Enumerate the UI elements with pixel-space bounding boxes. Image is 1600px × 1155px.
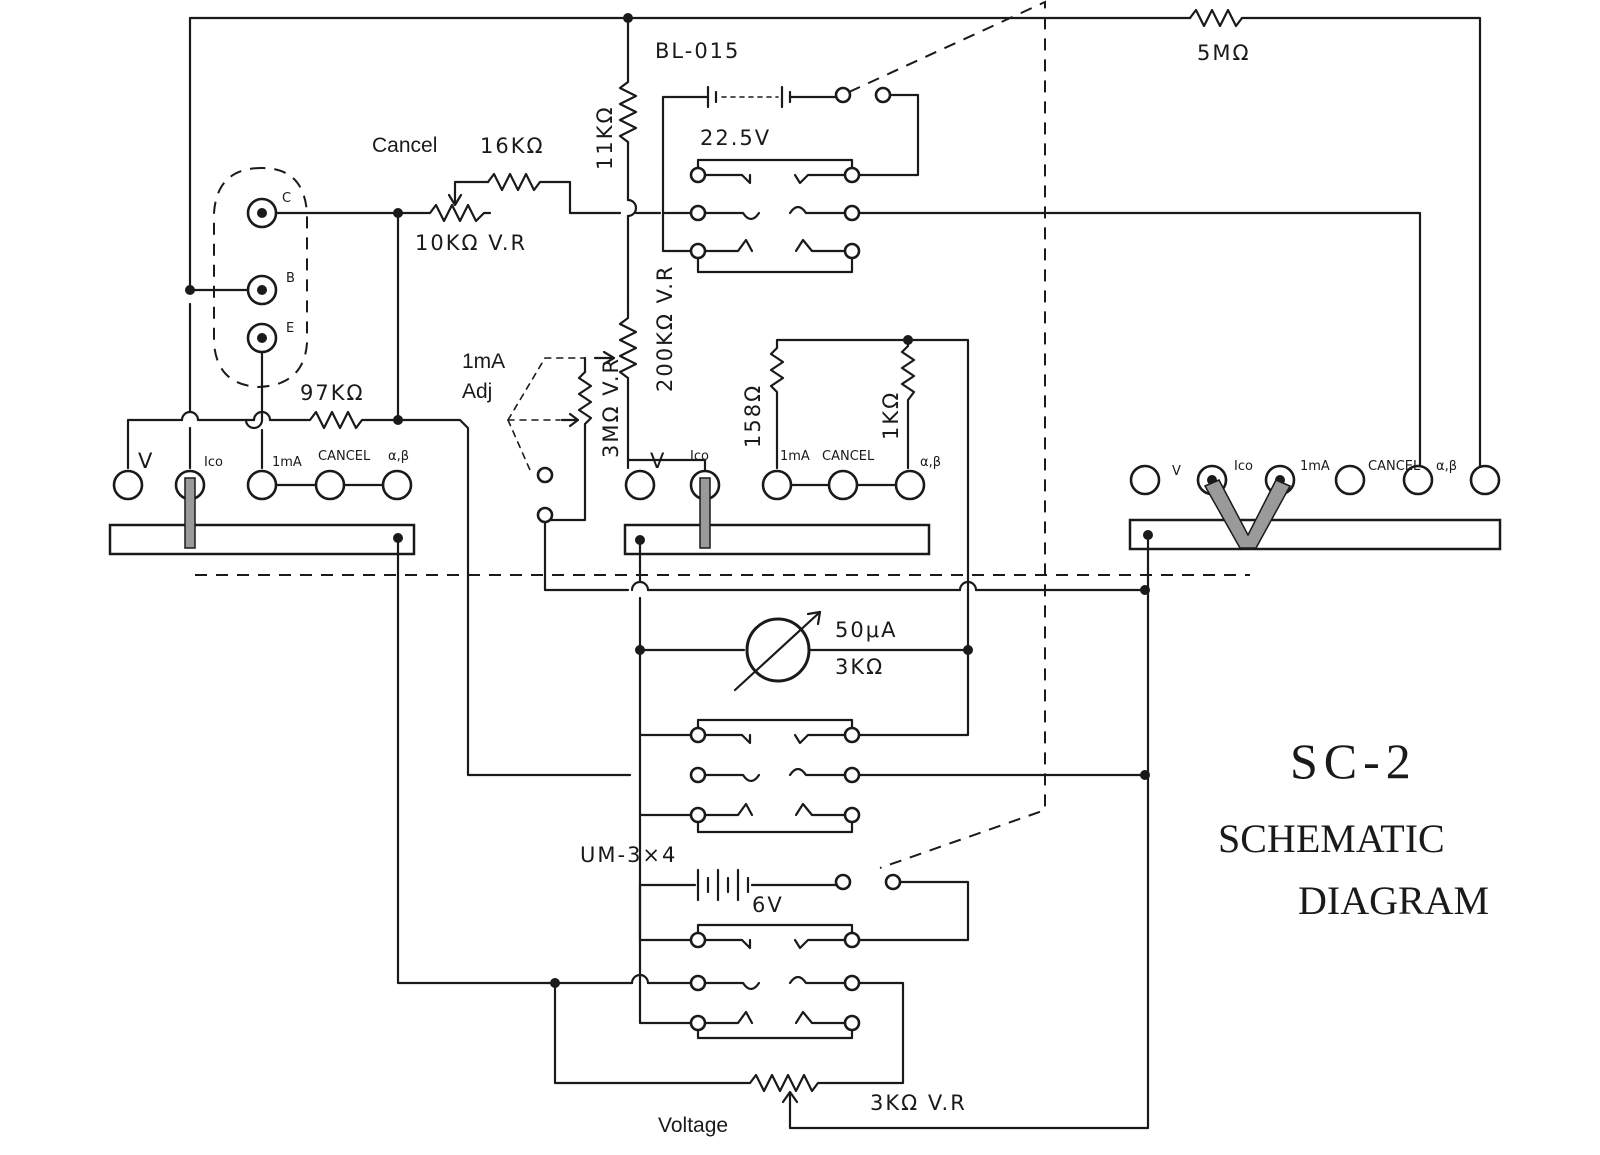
cancel-label: Cancel: [372, 134, 437, 157]
mid-pos-ab: α,β: [920, 455, 941, 470]
mid-pos-v: V: [650, 449, 666, 473]
v6-label: 6V: [752, 893, 784, 917]
left-pos-1ma: 1mA: [272, 455, 302, 470]
top-rail-wiring: [188, 8, 1482, 470]
mid-pos-1ma: 1mA: [780, 449, 810, 464]
pin-b-label: B: [286, 271, 295, 286]
r11k-label: 11KΩ: [593, 105, 617, 170]
battery2-label: UM-3×4: [580, 843, 677, 867]
switch-block-middle: [638, 718, 1150, 834]
pin-c-label: C: [282, 191, 291, 206]
model-title: SC-2: [1290, 733, 1417, 789]
resistor-11k: [618, 80, 638, 302]
ma-adj-label-1: 1mA: [462, 350, 505, 373]
left-pos-ab: α,β: [388, 449, 409, 464]
middle-switch-panel: V Ico 1mA CANCEL α,β: [507, 298, 1150, 737]
battery1-label: BL-015: [655, 39, 740, 63]
right-switch-panel: V Ico 1mA CANCEL α,β: [788, 459, 1502, 1130]
r10kvr-label: 10KΩ V.R: [415, 231, 527, 255]
component-labels: Cancel 16KΩ 10KΩ V.R 11KΩ BL-015 22.5V 5…: [300, 39, 1251, 1137]
ma-adj-label-2: Adj: [462, 380, 492, 403]
left-pos-ico: Ico: [204, 455, 223, 470]
v225-label: 22.5V: [700, 126, 771, 150]
pin-e-label: E: [286, 321, 294, 336]
r200kvr-label: 200KΩ V.R: [653, 264, 677, 392]
r97k-label: 97KΩ: [300, 381, 365, 405]
right-pos-ab: α,β: [1436, 459, 1457, 474]
r158-label: 158Ω: [741, 384, 765, 448]
title-line-2: DIAGRAM: [1298, 878, 1489, 923]
voltage-label: Voltage: [658, 1114, 728, 1137]
r5m-label: 5MΩ: [1197, 41, 1251, 65]
left-pos-v: V: [138, 449, 154, 473]
transistor-socket: C B E: [213, 166, 308, 389]
mechanical-linkage: [195, 0, 1250, 869]
meter-resistance-label: 3KΩ: [835, 655, 884, 679]
mid-pos-ico: Ico: [690, 449, 709, 464]
diagram-title: SC-2 SCHEMATIC DIAGRAM: [1218, 733, 1489, 923]
meter-range-label: 50μA: [835, 618, 897, 642]
r3kvr-label: 3KΩ V.R: [870, 1091, 967, 1115]
r1k-label: 1KΩ: [879, 391, 903, 440]
left-pos-cancel: CANCEL: [318, 449, 371, 464]
right-pos-v: V: [1172, 464, 1181, 479]
meter-50ua: [635, 596, 973, 1025]
r3mvr-label: 3MΩ V.R: [599, 357, 623, 458]
switch-block-top: [661, 85, 1422, 470]
title-line-1: SCHEMATIC: [1218, 816, 1445, 861]
right-pos-1ma: 1mA: [1300, 459, 1330, 474]
switch-block-bottom: [550, 868, 970, 1104]
collector-branch: [274, 172, 662, 422]
right-pos-ico: Ico: [1234, 459, 1253, 474]
mid-pos-cancel: CANCEL: [822, 449, 875, 464]
left-switch-panel: V Ico 1mA CANCEL α,β: [108, 302, 632, 985]
base-wiring: [185, 285, 264, 430]
right-pos-cancel: CANCEL: [1368, 459, 1421, 474]
r16k-label: 16KΩ: [480, 134, 545, 158]
